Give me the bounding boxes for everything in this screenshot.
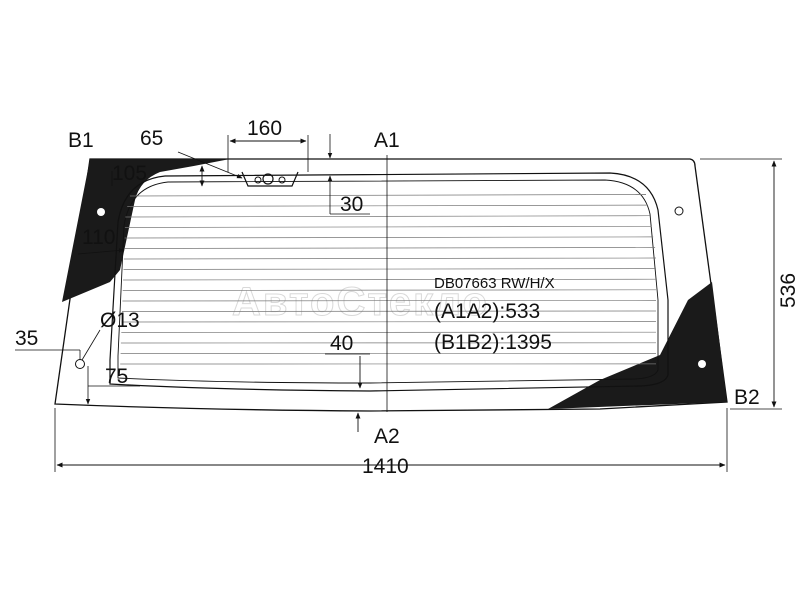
leader-hole (81, 329, 101, 361)
glass-outline (54, 158, 728, 412)
corner-a1-label: A1 (374, 129, 400, 152)
heater-line (122, 289, 657, 291)
heater-line (124, 236, 654, 239)
hole-top-right (674, 206, 684, 216)
width-spec: (B1B2):1395 (434, 331, 552, 354)
ceramic-band-right (548, 282, 727, 409)
heater-line (124, 247, 656, 249)
dim-105-label: 105 (112, 162, 147, 185)
heater-frame-outer (109, 172, 669, 392)
heater-grid (120, 194, 657, 365)
connector-block (241, 171, 299, 187)
dim-40-label: 40 (330, 332, 353, 355)
overall-width-label: 1410 (362, 455, 409, 478)
part-code: DB07663 RW/H/X (434, 275, 555, 292)
heater-line (129, 194, 647, 197)
hole-top-left (97, 208, 105, 216)
heater-line (125, 215, 650, 218)
dim-65-label: 65 (140, 127, 163, 150)
dim-110-label: 110 (82, 226, 115, 249)
corner-b2-label: B2 (734, 386, 760, 409)
corner-b1-label: B1 (68, 129, 94, 152)
heater-line (123, 278, 657, 281)
height-spec: (A1A2):533 (434, 300, 540, 323)
heater-line (123, 257, 657, 260)
ceramic-band-left (62, 159, 230, 302)
heater-line (124, 225, 652, 228)
corner-a2-label: A2 (374, 425, 400, 448)
heater-line (122, 300, 657, 302)
dim-160-label: 160 (247, 117, 282, 140)
heater-line (123, 268, 657, 270)
hole-diameter-label: Ø13 (100, 309, 140, 332)
heater-line (121, 310, 657, 312)
dim-75-label: 75 (105, 365, 128, 388)
hole-bottom-left (75, 359, 85, 369)
dim-30-label: 30 (340, 193, 363, 216)
watermark: АвтоСтекло (232, 280, 489, 324)
leader-110 (77, 248, 125, 255)
overall-height-label: 536 (777, 273, 800, 308)
leader-65 (177, 151, 243, 179)
dim-35-label: 35 (15, 327, 38, 350)
hole-bottom-right (698, 360, 706, 368)
heater-line (127, 204, 648, 207)
heater-frame-inner (117, 179, 659, 384)
